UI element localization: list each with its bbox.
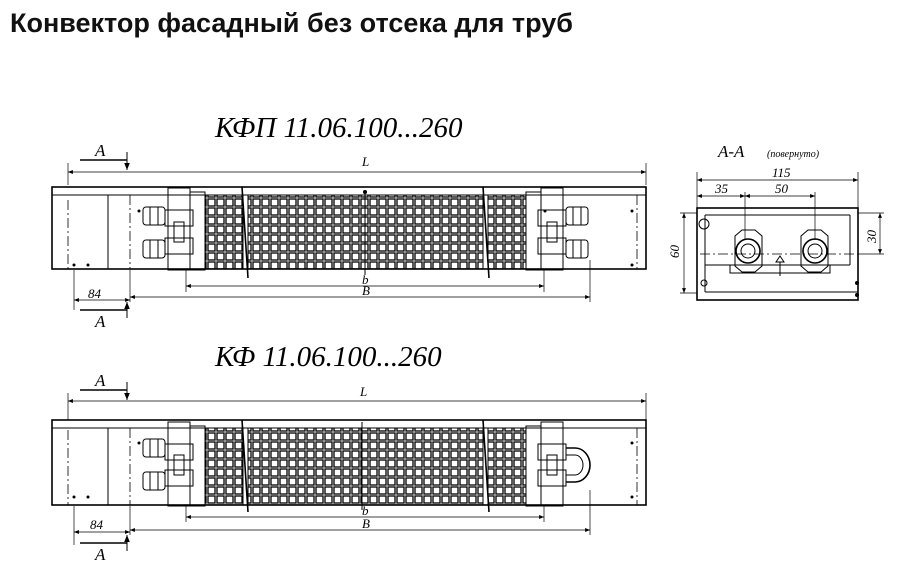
- section-title: А-А: [717, 142, 745, 161]
- svg-text:30: 30: [864, 230, 879, 245]
- svg-text:A: A: [94, 545, 106, 564]
- svg-text:B: B: [362, 283, 370, 298]
- dim-L-kf: L: [67, 384, 647, 420]
- section-marker-top-kf: A: [80, 371, 130, 400]
- heat-exchanger-kf: [204, 419, 527, 513]
- svg-text:L: L: [361, 154, 369, 169]
- dim-84-kfp: 84: [73, 270, 130, 310]
- drawing-kf: КФ 11.06.100...260 A L: [51, 341, 647, 564]
- section-marker-bottom-kfp: A: [80, 302, 130, 331]
- model-label-kfp: КФП 11.06.100...260: [214, 112, 463, 144]
- section-note: (повернуто): [767, 149, 820, 160]
- dim-L-kfp: L: [67, 154, 647, 185]
- dim-84-kf: 84: [73, 506, 130, 545]
- svg-text:B: B: [362, 516, 370, 531]
- svg-text:115: 115: [772, 165, 791, 180]
- svg-text:A: A: [94, 371, 106, 390]
- heat-exchanger-kfp: [204, 186, 527, 279]
- section-marker-bottom-kf: A: [80, 535, 130, 564]
- dim-b-kfp: b: [185, 270, 545, 292]
- svg-text:84: 84: [90, 517, 104, 532]
- collector-right-kf: [525, 421, 591, 507]
- model-label-kf: КФ 11.06.100...260: [214, 341, 442, 373]
- dim-B-kfp: B: [129, 260, 591, 302]
- drawing-kfp: КФП 11.06.100...260 A L: [51, 112, 647, 331]
- pipe-left: [734, 229, 763, 273]
- section-marker-top-kfp: A: [80, 141, 130, 170]
- section-view: А-А (повернуто) 115 35 50: [667, 142, 884, 301]
- svg-text:A: A: [94, 312, 106, 331]
- svg-text:35: 35: [714, 181, 729, 196]
- svg-text:A: A: [94, 141, 106, 160]
- dim-B-kf: B: [129, 490, 591, 535]
- svg-text:50: 50: [775, 181, 789, 196]
- svg-text:60: 60: [667, 245, 682, 259]
- page-title: Конвектор фасадный без отсека для труб: [10, 8, 573, 38]
- pipe-right: [800, 229, 829, 273]
- collector-left-kfp: [142, 187, 206, 271]
- svg-text:84: 84: [88, 286, 102, 301]
- dim-b-kf: b: [185, 503, 545, 522]
- collector-right-kfp: [525, 187, 589, 271]
- svg-text:b: b: [362, 503, 369, 518]
- collector-left-kf: [142, 421, 206, 507]
- svg-text:L: L: [359, 384, 367, 399]
- svg-text:b: b: [362, 272, 369, 287]
